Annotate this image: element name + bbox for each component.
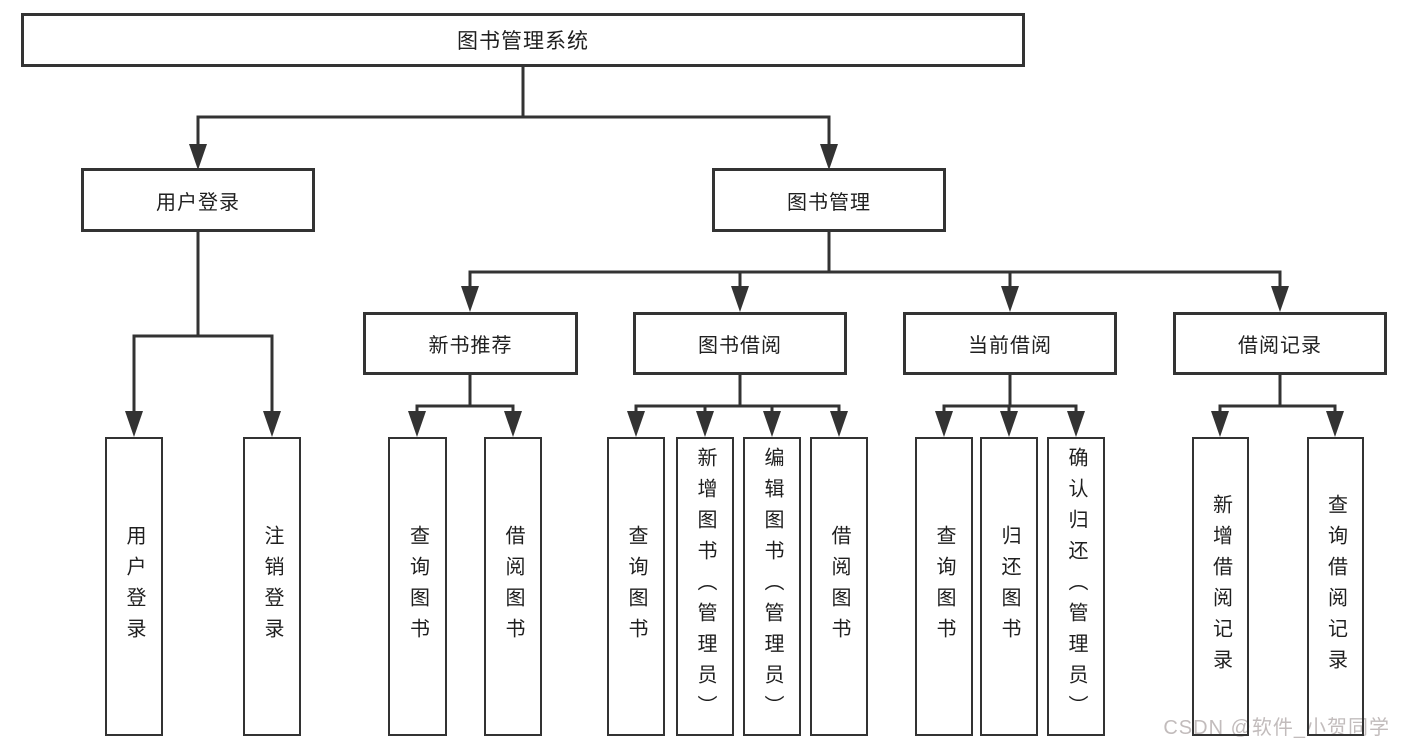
leaf-user-login: 用户登录 (105, 437, 163, 736)
leaf-logout: 注销登录 (243, 437, 301, 736)
node-user-login-label: 用户登录 (156, 191, 240, 214)
csdn-watermark: CSDN @软件_小贺同学 (1163, 717, 1390, 739)
leaf-recommend-borrow-book-label: 借阅图书 (502, 524, 524, 649)
leaf-borrow-book: 借阅图书 (810, 437, 868, 736)
leaf-recommend-query-book: 查询图书 (388, 437, 447, 736)
leaf-add-book-admin: 新增图书（管理员） (676, 437, 734, 736)
connector-book-management (461, 230, 1289, 312)
node-book-borrow-label: 图书借阅 (698, 335, 782, 357)
node-borrow-records: 借阅记录 (1173, 312, 1387, 375)
node-root: 图书管理系统 (21, 13, 1025, 67)
connector-user-login (125, 230, 281, 437)
leaf-add-borrow-record-label: 新增借阅记录 (1209, 493, 1232, 680)
leaf-edit-book-admin-label: 编辑图书（管理员） (761, 447, 783, 726)
leaf-recommend-query-book-label: 查询图书 (406, 524, 429, 649)
connector-root (189, 65, 838, 170)
leaf-borrow-query-book: 查询图书 (607, 437, 665, 736)
node-new-book-recommend: 新书推荐 (363, 312, 578, 375)
leaf-recommend-borrow-book: 借阅图书 (484, 437, 542, 736)
leaf-add-book-admin-label: 新增图书（管理员） (694, 447, 716, 726)
node-book-management: 图书管理 (712, 168, 946, 232)
node-user-login: 用户登录 (81, 168, 315, 232)
leaf-query-borrow-record-label: 查询借阅记录 (1324, 493, 1347, 680)
leaf-query-borrow-record: 查询借阅记录 (1307, 437, 1364, 736)
node-new-book-recommend-label: 新书推荐 (428, 335, 513, 357)
node-book-management-label: 图书管理 (787, 191, 871, 214)
leaf-edit-book-admin: 编辑图书（管理员） (743, 437, 801, 736)
leaf-current-query-book: 查询图书 (915, 437, 973, 736)
leaf-return-book-label: 归还图书 (998, 524, 1020, 649)
connector-current-borrow (935, 373, 1085, 437)
node-root-label: 图书管理系统 (457, 30, 589, 53)
leaf-user-login-label: 用户登录 (123, 524, 145, 649)
node-current-borrow: 当前借阅 (903, 312, 1117, 375)
node-current-borrow-label: 当前借阅 (968, 335, 1052, 357)
connector-borrow-records (1211, 373, 1344, 437)
leaf-add-borrow-record: 新增借阅记录 (1192, 437, 1249, 736)
leaf-borrow-book-label: 借阅图书 (828, 524, 850, 649)
node-book-borrow: 图书借阅 (633, 312, 847, 375)
leaf-logout-label: 注销登录 (261, 524, 283, 649)
leaf-borrow-query-book-label: 查询图书 (625, 524, 647, 649)
leaf-return-book: 归还图书 (980, 437, 1038, 736)
leaf-confirm-return-admin: 确认归还（管理员） (1047, 437, 1105, 736)
connector-book-borrow (627, 373, 848, 437)
node-borrow-records-label: 借阅记录 (1238, 335, 1322, 357)
leaf-current-query-book-label: 查询图书 (933, 524, 955, 649)
leaf-confirm-return-admin-label: 确认归还（管理员） (1065, 447, 1087, 726)
connector-new-book-recommend (408, 373, 522, 437)
